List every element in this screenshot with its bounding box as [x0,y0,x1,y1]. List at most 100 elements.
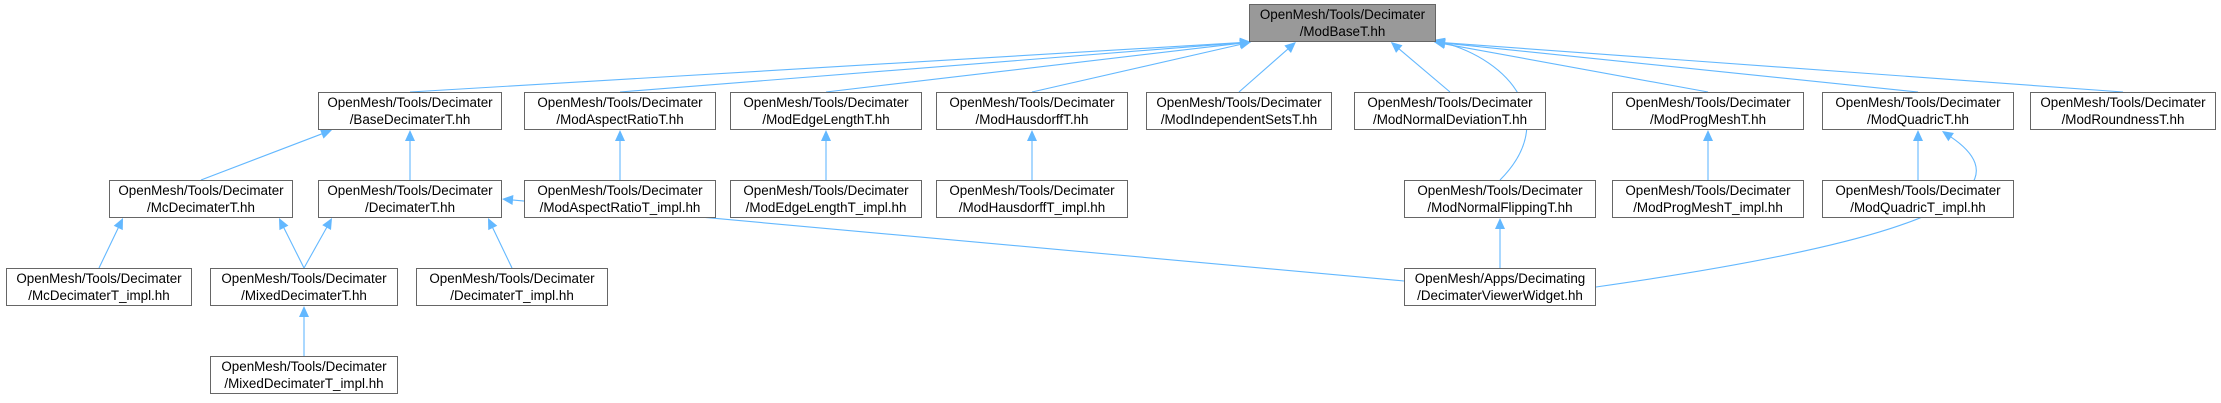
node-line1: OpenMesh/Tools/Decimater [1367,95,1533,110]
edge-decimater_impl-to-decimater [491,226,513,269]
node-mcdecimater-impl[interactable]: OpenMesh/Tools/Decimater/McDecimaterT_im… [6,268,192,306]
node-decimater[interactable]: OpenMesh/Tools/Decimater/DecimaterT.hh [318,180,502,218]
node-line2: /ModNormalFlippingT.hh [1427,200,1573,215]
edge-decimater_impl-to-decimater-arrowhead [488,218,498,231]
node-line2: /MixedDecimaterT_impl.hh [224,376,384,391]
node-line2: /ModAspectRatioT_impl.hh [539,200,701,215]
edge-modedgelength-to-modbase [825,42,1242,93]
node-mcdecimater[interactable]: OpenMesh/Tools/Decimater/McDecimaterT.hh [109,180,293,218]
edge-modquadric_impl-to-modquadric-arrowhead [1913,130,1923,141]
node-line2: /ModBaseT.hh [1299,24,1386,39]
node-modnormaldeviation[interactable]: OpenMesh/Tools/Decimater/ModNormalDeviat… [1354,92,1546,130]
node-line1: OpenMesh/Tools/Decimater [949,183,1115,198]
node-modedgelength-impl[interactable]: OpenMesh/Tools/Decimater/ModEdgeLengthT_… [730,180,922,218]
node-line1: OpenMesh/Tools/Decimater [1625,183,1791,198]
node-line2: /ModHausdorffT_impl.hh [958,200,1106,215]
edge-modprogmesh-to-modbase [1443,43,1709,93]
node-mixeddecimater-impl[interactable]: OpenMesh/Tools/Decimater/MixedDecimaterT… [210,356,398,394]
node-line1: OpenMesh/Tools/Decimater [743,183,909,198]
edge-mcdecimater_impl-to-mcdecimater [98,226,120,269]
edge-modindependentsets-to-modbase [1238,48,1289,93]
node-decimater-impl[interactable]: OpenMesh/Tools/Decimater/DecimaterT_impl… [416,268,608,306]
node-line2: /ModEdgeLengthT.hh [762,112,890,127]
node-line2: /DecimaterT_impl.hh [450,288,574,303]
node-line2: /ModHausdorffT.hh [975,112,1089,127]
node-line1: OpenMesh/Tools/Decimater [1835,95,2001,110]
node-modnormalflipping[interactable]: OpenMesh/Tools/Decimater/ModNormalFlippi… [1404,180,1596,218]
edge-modnormaldeviation-to-modbase [1398,48,1451,93]
edge-modhausdorff-to-modbase-arrowhead [1239,39,1251,50]
node-line1: OpenMesh/Tools/Decimater [221,359,387,374]
edge-mixeddecimater-to-mcdecimater-arrowhead [279,218,289,231]
node-line1: OpenMesh/Tools/Decimater [327,183,493,198]
node-line1: OpenMesh/Tools/Decimater [327,95,493,110]
edge-modaspectratio_impl-to-modaspectratio-arrowhead [615,130,625,141]
edge-basedecimater-to-modbase [409,42,1242,93]
node-line1: OpenMesh/Tools/Decimater [743,95,909,110]
edge-modprogmesh_impl-to-modprogmesh-arrowhead [1703,130,1713,141]
node-line2: /ModNormalDeviationT.hh [1372,112,1528,127]
edge-mcdecimater_impl-to-mcdecimater-arrowhead [113,218,123,231]
node-mixeddecimater[interactable]: OpenMesh/Tools/Decimater/MixedDecimaterT… [210,268,398,306]
node-modedgelength[interactable]: OpenMesh/Tools/Decimater/ModEdgeLengthT.… [730,92,922,130]
node-line1: OpenMesh/Tools/Decimater [2040,95,2206,110]
edge-modroundness-to-modbase-arrowhead [1434,37,1446,48]
node-line2: /ModRoundnessT.hh [2061,112,2185,127]
node-line1: OpenMesh/Tools/Decimater [1156,95,1322,110]
node-line2: /BaseDecimaterT.hh [349,112,471,127]
node-line2: /DecimaterViewerWidget.hh [1417,288,1583,303]
edge-mcdecimater-to-basedecimater [200,133,323,181]
edge-mixeddecimater-to-decimater-arrowhead [322,218,332,231]
node-modaspectratio-impl[interactable]: OpenMesh/Tools/Decimater/ModAspectRatioT… [524,180,716,218]
node-modquadric-impl[interactable]: OpenMesh/Tools/Decimater/ModQuadricT_imp… [1822,180,2014,218]
node-line2: /ModProgMeshT.hh [1649,112,1767,127]
node-line1: OpenMesh/Tools/Decimater [1417,183,1583,198]
node-decimaterviewerwidget[interactable]: OpenMesh/Apps/Decimating/DecimaterViewer… [1404,268,1596,306]
node-line2: /ModIndependentSetsT.hh [1160,112,1318,127]
edge-mixeddecimater_impl-to-mixeddecimater-arrowhead [299,306,309,317]
node-line2: /MixedDecimaterT.hh [241,288,367,303]
edge-mixeddecimater-to-decimater [303,226,328,269]
edge-decimaterviewer-to-modquadric-arrowhead [1942,131,1954,142]
node-modaspectratio[interactable]: OpenMesh/Tools/Decimater/ModAspectRatioT… [524,92,716,130]
node-line2: /ModProgMeshT_impl.hh [1633,200,1783,215]
node-modprogmesh[interactable]: OpenMesh/Tools/Decimater/ModProgMeshT.hh [1612,92,1804,130]
node-line1: OpenMesh/Tools/Decimater [1625,95,1791,110]
edge-modaspectratio-to-modbase [619,42,1242,93]
edge-modroundness-to-modbase [1443,42,2124,93]
edge-decimater-to-basedecimater-arrowhead [405,130,415,141]
node-line1: OpenMesh/Tools/Decimater [949,95,1115,110]
node-line2: /DecimaterT.hh [364,200,456,215]
node-line2: /ModQuadricT.hh [1867,112,1969,127]
node-line2: /ModQuadricT_impl.hh [1850,200,1986,215]
edge-decimaterviewer-to-modquadric [1595,136,1977,288]
node-line1: OpenMesh/Tools/Decimater [118,183,284,198]
node-modquadric[interactable]: OpenMesh/Tools/Decimater/ModQuadricT.hh [1822,92,2014,130]
node-line2: /ModEdgeLengthT_impl.hh [745,200,907,215]
edge-decimaterviewer-to-decimater-arrowhead [502,195,514,205]
node-modbase: OpenMesh/Tools/Decimater/ModBaseT.hh [1249,4,1436,42]
node-modhausdorff[interactable]: OpenMesh/Tools/Decimater/ModHausdorffT.h… [936,92,1128,130]
edge-modedgelength_impl-to-modedgelength-arrowhead [821,130,831,141]
edge-modnormaldeviation-to-modbase-arrowhead [1390,42,1403,53]
node-modprogmesh-impl[interactable]: OpenMesh/Tools/Decimater/ModProgMeshT_im… [1612,180,1804,218]
node-modindependentsets[interactable]: OpenMesh/Tools/Decimater/ModIndependentS… [1146,92,1332,130]
edge-modhausdorff-to-modbase [1031,43,1242,93]
node-modroundness[interactable]: OpenMesh/Tools/Decimater/ModRoundnessT.h… [2030,92,2216,130]
edge-modhausdorff_impl-to-modhausdorff-arrowhead [1027,130,1037,141]
node-line1: OpenMesh/Tools/Decimater [429,271,595,286]
node-line1: OpenMesh/Tools/Decimater [1259,7,1426,22]
node-line1: OpenMesh/Tools/Decimater [537,95,703,110]
node-line2: /ModAspectRatioT.hh [556,112,684,127]
node-modhausdorff-impl[interactable]: OpenMesh/Tools/Decimater/ModHausdorffT_i… [936,180,1128,218]
edge-decimaterviewer-to-modnormalflipping-arrowhead [1495,218,1505,229]
node-line1: OpenMesh/Tools/Decimater [537,183,703,198]
node-line2: /McDecimaterT.hh [147,200,255,215]
edge-mixeddecimater-to-mcdecimater [282,226,305,269]
node-line2: /McDecimaterT_impl.hh [28,288,170,303]
edge-mcdecimater-to-basedecimater-arrowhead [319,129,332,139]
node-basedecimater[interactable]: OpenMesh/Tools/Decimater/BaseDecimaterT.… [318,92,502,130]
edge-modquadric-to-modbase [1443,42,1919,93]
